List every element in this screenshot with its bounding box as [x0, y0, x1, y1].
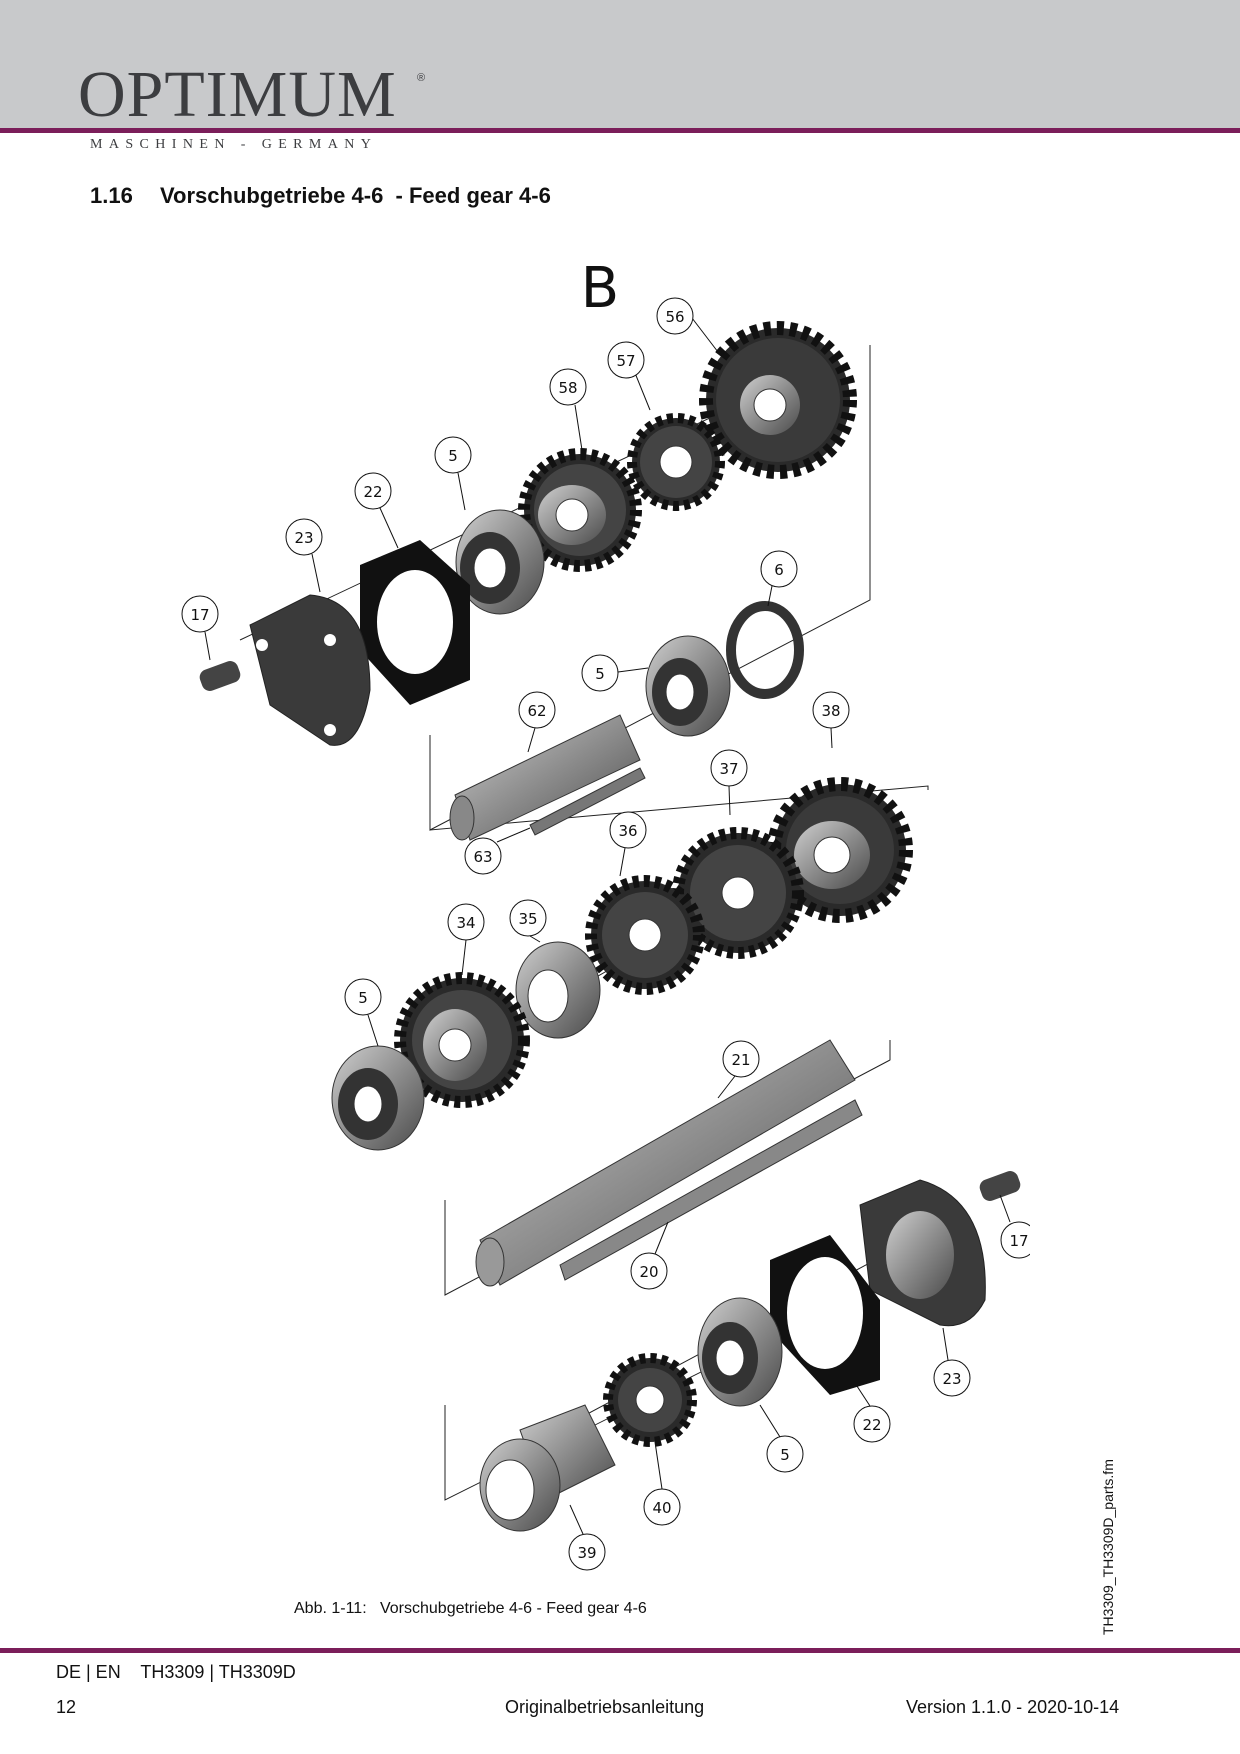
document-version: Version 1.1.0 - 2020-10-14: [906, 1697, 1120, 1717]
callout-17-lower: 17: [999, 1194, 1030, 1259]
sleeve-35: [515, 941, 601, 1039]
page-number: 12: [56, 1697, 77, 1717]
bearing-5-upper: [455, 509, 545, 615]
callout-label: 21: [731, 1051, 750, 1069]
sleeve-39: [479, 1404, 616, 1532]
logo-subtitle: MASCHINEN - GERMANY: [90, 137, 378, 152]
cover-plate-23-upper: [249, 594, 371, 746]
callout-35: 35: [509, 899, 547, 943]
callout-label: 5: [595, 665, 605, 683]
registered-mark: ®: [417, 72, 426, 84]
gear-38: [767, 777, 913, 923]
callout-58: 58: [549, 368, 587, 451]
callout-label: 58: [558, 379, 577, 397]
footer-rule: [0, 1648, 1240, 1653]
callout-5-lower-right: 5: [759, 1404, 804, 1473]
section-title: Vorschubgetriebe 4-6 - Feed gear 4-6: [160, 183, 551, 208]
callout-39: 39: [568, 1504, 606, 1571]
ring-6: [726, 601, 804, 699]
callout-38: 38: [812, 691, 850, 749]
callout-17-upper: 17: [181, 595, 219, 661]
callout-21: 21: [717, 1040, 760, 1099]
header-band: [0, 0, 1240, 128]
callout-37: 37: [710, 749, 748, 816]
callout-22-lower: 22: [852, 1379, 891, 1443]
figure-caption: Abb. 1-11: Vorschubgetriebe 4-6 - Feed g…: [294, 1600, 647, 1617]
callout-56: 56: [656, 297, 719, 353]
gear-37: [672, 827, 804, 959]
gear-34: [394, 972, 530, 1108]
exploded-parts-diagram: B 56 57 58 5 22 23 17 6 5 62 38 37 63 36…: [181, 256, 1030, 1571]
callout-label: 35: [518, 910, 537, 928]
callout-label: 23: [942, 1370, 961, 1388]
gasket-22-upper: [360, 540, 470, 705]
callout-label: 56: [665, 308, 684, 326]
gear-36: [585, 875, 705, 995]
callout-label: 5: [780, 1446, 790, 1464]
gear-56: [699, 321, 857, 479]
callout-36: 36: [609, 811, 647, 877]
callout-40: 40: [643, 1441, 681, 1526]
cover-plate-23-lower: [859, 1179, 986, 1327]
callout-label: 36: [618, 822, 637, 840]
callout-label: 17: [1009, 1232, 1028, 1250]
callout-label: 23: [294, 529, 313, 547]
callout-62: 62: [518, 691, 556, 753]
callout-5-lower-left: 5: [344, 978, 382, 1047]
document-type: Originalbetriebsanleitung: [505, 1697, 705, 1717]
callout-23-upper: 23: [285, 518, 323, 593]
callout-label: 40: [652, 1499, 671, 1517]
footer-language-models: DE | EN TH3309 | TH3309D: [56, 1662, 296, 1682]
callout-label: 34: [456, 914, 475, 932]
callout-20: 20: [630, 1221, 669, 1290]
gear-40: [603, 1353, 697, 1447]
source-file-label: TH3309_TH3309D_parts.fm: [1100, 1459, 1116, 1635]
callout-5-upper: 5: [434, 436, 472, 511]
screw-17-lower: [979, 1171, 1021, 1201]
callout-label: 22: [862, 1416, 881, 1434]
optimum-logo: OPTIMUM: [78, 58, 397, 131]
callout-label: 38: [821, 702, 840, 720]
callout-5-mid: 5: [581, 654, 649, 692]
gear-58: [518, 448, 642, 572]
callout-label: 6: [774, 561, 784, 579]
gasket-22-lower: [770, 1235, 880, 1395]
callout-63: 63: [464, 827, 531, 875]
callout-label: 62: [527, 702, 546, 720]
callout-label: 5: [358, 989, 368, 1007]
header-rule: [0, 128, 1240, 133]
section-heading: 1.16 Vorschubgetriebe 4-6 - Feed gear 4-6: [90, 183, 551, 209]
guide-frame-middle: [429, 735, 929, 831]
bearing-5-mid: [645, 635, 731, 737]
callout-label: 22: [363, 483, 382, 501]
shaft-21: [475, 1039, 856, 1287]
callout-34: 34: [447, 903, 485, 976]
key-20: [559, 1099, 863, 1281]
callout-label: 63: [473, 848, 492, 866]
screw-17-upper: [199, 661, 241, 691]
callout-label: 17: [190, 606, 209, 624]
callout-57: 57: [607, 341, 651, 411]
section-number: 1.16: [90, 183, 133, 208]
callout-6: 6: [760, 550, 798, 607]
callout-label: 57: [616, 352, 635, 370]
bearing-5-lower-right: [697, 1297, 783, 1407]
callout-label: 39: [577, 1544, 596, 1562]
callout-label: 37: [719, 760, 738, 778]
callout-label: 20: [639, 1263, 658, 1281]
assembly-letter: B: [581, 256, 619, 321]
gear-57: [627, 413, 725, 511]
callout-22-upper: 22: [354, 472, 399, 549]
shaft-62: [449, 714, 641, 841]
axis-line-upper: [239, 379, 791, 641]
callout-label: 5: [448, 447, 458, 465]
bearing-5-lower-left: [331, 1045, 425, 1151]
key-63: [529, 767, 646, 836]
callout-23-lower: 23: [933, 1327, 971, 1397]
